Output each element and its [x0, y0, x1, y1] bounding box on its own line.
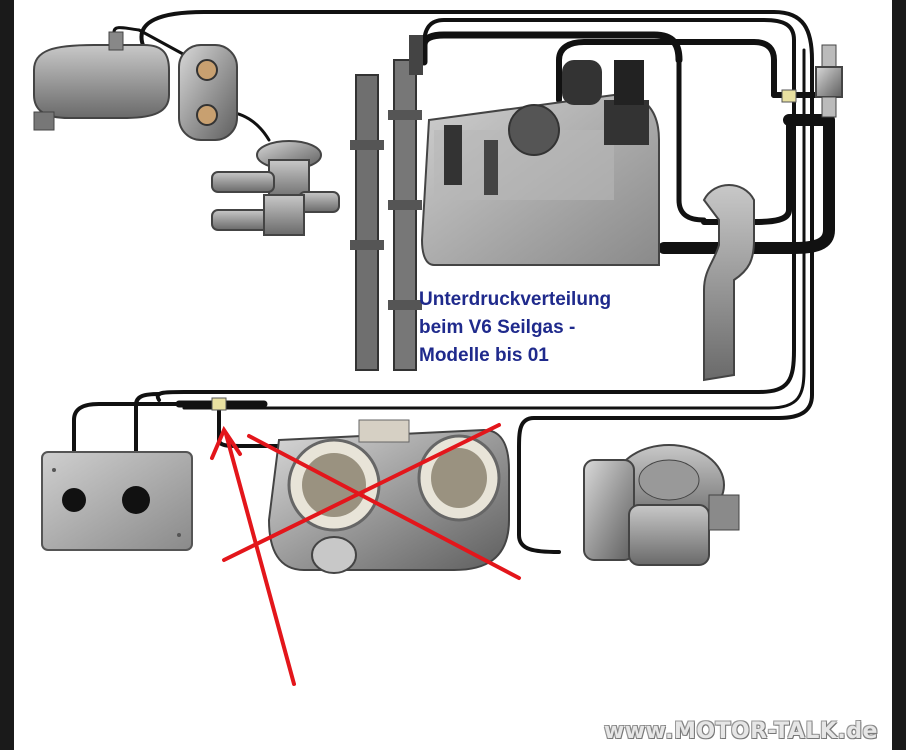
vacuum-reservoir — [33, 31, 170, 131]
tee-connector-bottom — [211, 397, 227, 411]
arrow-head — [210, 425, 242, 460]
hose-third-loop — [182, 48, 806, 410]
hose-top-right — [556, 39, 777, 103]
caption-line-2: beim V6 Seilgas - — [419, 317, 576, 338]
hose-left-plate-b — [134, 392, 161, 492]
fuel-rail — [350, 35, 423, 371]
caption-line-1: Unterdruckverteilung — [419, 289, 612, 310]
vacuum-plate — [41, 451, 193, 551]
hose-right-down — [658, 114, 835, 254]
intake-elbow-pipe — [702, 184, 755, 382]
throttle-body — [267, 419, 510, 574]
vacuum-actuator — [583, 444, 740, 566]
hose-inner-right — [676, 57, 707, 223]
hose-top-thick — [420, 31, 683, 66]
diagram-frame: Unterdruckverteilung beim V6 Seilgas - M… — [14, 0, 892, 750]
tee-connector-right — [781, 89, 797, 103]
arrow-shaft — [224, 432, 296, 686]
diagram-caption: Unterdruckverteilung beim V6 Seilgas - M… — [419, 286, 611, 370]
vacuum-valve-elbow — [211, 140, 340, 236]
solenoid-valve-topleft — [178, 44, 238, 141]
check-valve-right — [815, 44, 843, 118]
hose-second-loop — [155, 18, 796, 402]
caption-line-3: Modelle bis 01 — [419, 345, 549, 366]
cross-out-line-a — [247, 434, 521, 580]
cross-out-line-b — [222, 423, 501, 562]
cross-out-marks — [210, 423, 521, 686]
hose-outer-loop — [139, 10, 814, 554]
intake-manifold — [420, 60, 660, 266]
vacuum-diagram — [33, 10, 843, 686]
watermark: www.MOTOR-TALK.de — [604, 719, 878, 744]
hose-left-plate-a — [72, 402, 186, 492]
